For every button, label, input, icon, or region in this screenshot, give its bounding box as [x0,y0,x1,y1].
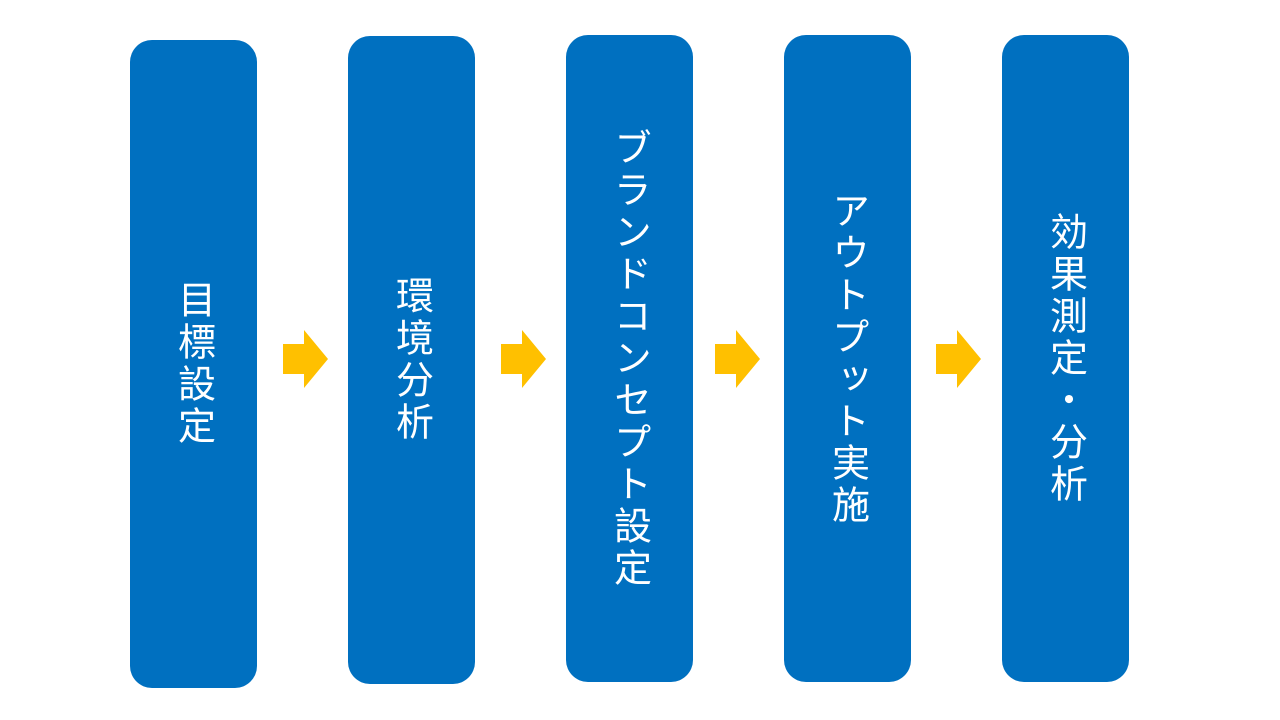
step-label: ブランドコンセプト設定 [607,127,652,590]
step-brand-concept-setting: ブランドコンセプト設定 [566,35,693,682]
step-label: 効果測定・分析 [1043,211,1088,506]
step-label: 環境分析 [389,276,434,444]
right-arrow-icon [936,330,981,388]
right-arrow-icon [283,330,328,388]
step-label: 目標設定 [171,280,216,448]
step-environment-analysis: 環境分析 [348,36,475,684]
right-arrow-icon [501,330,546,388]
step-goal-setting: 目標設定 [130,40,257,688]
step-output-execution: アウトプット実施 [784,35,911,682]
step-effect-measurement-analysis: 効果測定・分析 [1002,35,1129,682]
step-label: アウトプット実施 [825,190,870,527]
right-arrow-icon [715,330,760,388]
